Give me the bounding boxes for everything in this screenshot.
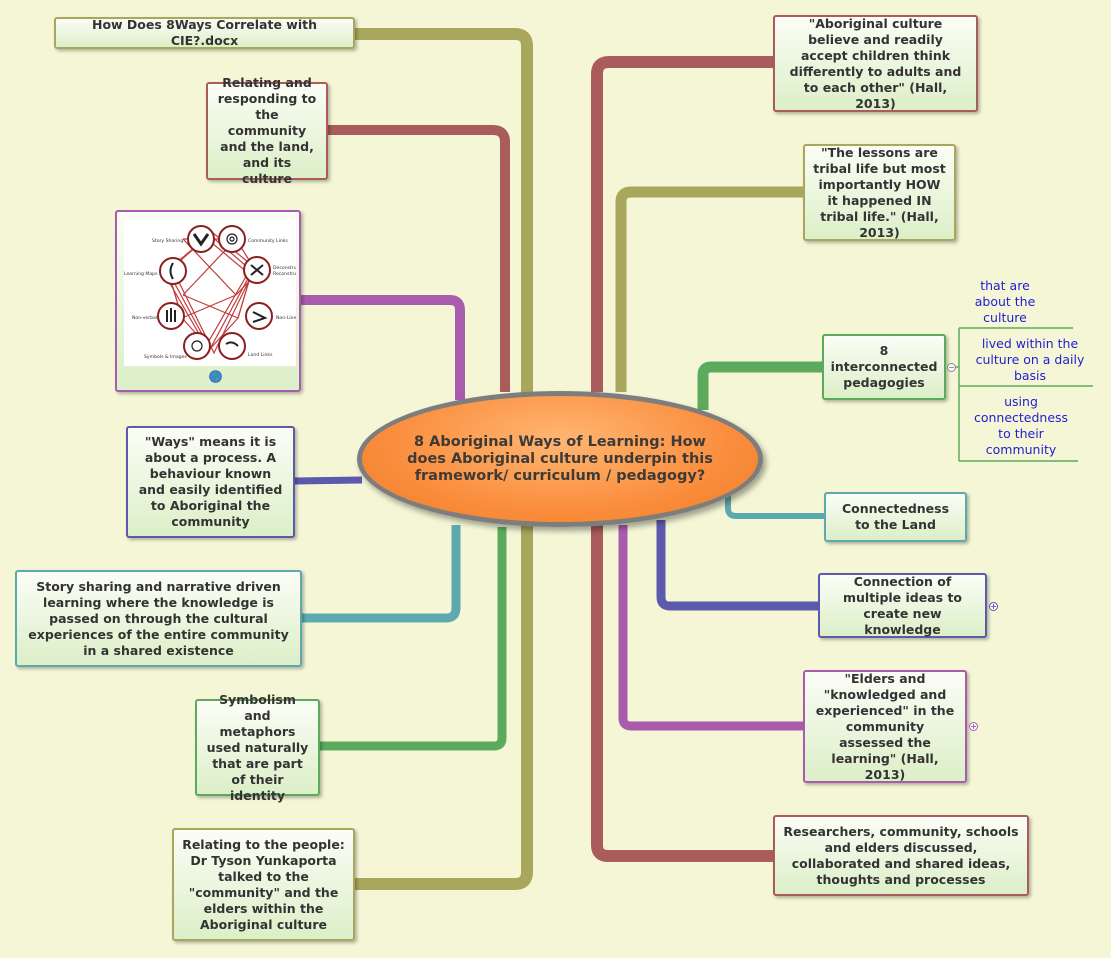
node-researchers-label: Researchers, community, schools and elde…	[783, 823, 1019, 887]
subtopic-connectedness[interactable]: using connectedness to their community	[973, 394, 1069, 457]
svg-text:Reconstruct: Reconstruct	[273, 271, 296, 277]
svg-text:Land Links: Land Links	[248, 352, 273, 358]
node-8ways-image[interactable]: Story Sharing Community Links Deconstruc…	[115, 210, 301, 392]
node-researchers[interactable]: Researchers, community, schools and elde…	[773, 815, 1029, 896]
node-land[interactable]: Connectedness to the Land	[824, 492, 967, 542]
subtopic-about-culture[interactable]: that are about the culture	[974, 278, 1036, 325]
globe-icon[interactable]	[209, 370, 222, 383]
node-relating-community[interactable]: Relating and responding to the community…	[206, 75, 328, 186]
node-multiple-ideas-label: Connection of multiple ideas to create n…	[842, 573, 963, 637]
node-multiple-ideas[interactable]: Connection of multiple ideas to create n…	[818, 573, 987, 638]
node-elders-quote-label: "Elders and "knowledged and experienced"…	[815, 670, 955, 782]
node-story-sharing[interactable]: Story sharing and narrative driven learn…	[15, 570, 302, 667]
svg-text:Story Sharing: Story Sharing	[152, 238, 183, 244]
node-ways-meaning-label: "Ways" means it is about a process. A be…	[138, 434, 283, 529]
node-symbolism-label: Symbolism and metaphors used naturally t…	[206, 691, 309, 803]
node-symbolism[interactable]: Symbolism and metaphors used naturally t…	[195, 692, 320, 803]
node-children-quote[interactable]: "Aboriginal culture believe and readily …	[773, 15, 978, 112]
node-elders-quote[interactable]: "Elders and "knowledged and experienced"…	[803, 670, 967, 783]
node-pedagogies[interactable]: 8 interconnected pedagogies	[822, 334, 946, 400]
node-ways-meaning[interactable]: "Ways" means it is about a process. A be…	[126, 426, 295, 538]
svg-text:Learning Maps: Learning Maps	[124, 271, 158, 277]
node-docx-attachment[interactable]: How Does 8Ways Correlate with CIE?.docx	[54, 17, 355, 49]
node-relating-people[interactable]: Relating to the people: Dr Tyson Yunkapo…	[172, 828, 355, 941]
node-lessons-quote[interactable]: "The lessons are tribal life but most im…	[803, 144, 956, 241]
central-topic-label: 8 Aboriginal Ways of Learning: How does …	[407, 433, 713, 484]
svg-text:Non-verbal: Non-verbal	[132, 315, 157, 321]
svg-text:Non-Linear: Non-Linear	[276, 315, 296, 321]
eight-ways-wheel-image: Story Sharing Community Links Deconstruc…	[124, 218, 301, 366]
node-land-label: Connectedness to the Land	[841, 501, 950, 532]
svg-text:Deconstruct: Deconstruct	[273, 265, 296, 271]
plus-circle-icon[interactable]: +	[969, 722, 978, 731]
central-topic[interactable]: 8 Aboriginal Ways of Learning: How does …	[357, 391, 763, 527]
minus-circle-icon[interactable]: −	[947, 363, 956, 372]
node-lessons-quote-label: "The lessons are tribal life but most im…	[813, 144, 946, 240]
node-story-sharing-label: Story sharing and narrative driven learn…	[28, 578, 289, 658]
node-pedagogies-label: 8 interconnected pedagogies	[830, 343, 938, 390]
node-children-quote-label: "Aboriginal culture believe and readily …	[789, 15, 962, 111]
node-relating-people-label: Relating to the people: Dr Tyson Yunkapo…	[182, 836, 345, 932]
subtopic-lived-within[interactable]: lived within the culture on a daily basi…	[975, 336, 1085, 383]
svg-text:Symbols & Images: Symbols & Images	[144, 354, 187, 360]
node-docx-label: How Does 8Ways Correlate with CIE?.docx	[91, 17, 317, 48]
svg-text:Community Links: Community Links	[248, 238, 288, 244]
plus-circle-icon[interactable]: +	[989, 602, 998, 611]
node-relating-community-label: Relating and responding to the community…	[217, 75, 317, 186]
